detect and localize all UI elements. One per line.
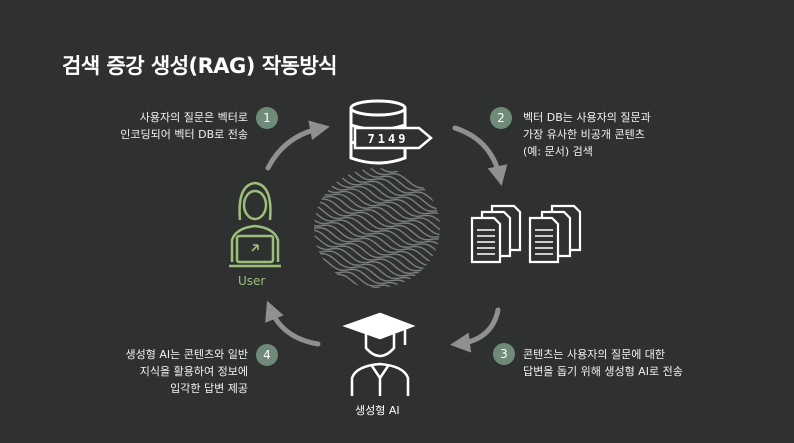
- step-3-badge: 3: [493, 343, 515, 365]
- sphere-wave-line: [314, 175, 440, 227]
- sphere-wave-line: [314, 226, 440, 274]
- generative-ai-label: 생성형 AI: [355, 404, 400, 417]
- step-2-badge: 2: [490, 107, 512, 129]
- documents-icon: [470, 204, 582, 264]
- sphere-wave-line: [314, 258, 440, 288]
- document-lines: [477, 229, 553, 255]
- user-icon: [229, 181, 281, 268]
- vector-space-sphere-icon: [314, 168, 440, 288]
- sphere-wave-line: [314, 216, 440, 264]
- sphere-wave-line: [314, 168, 440, 187]
- arrow-ai-to-user: [265, 300, 321, 347]
- sphere-wave-line: [314, 178, 440, 233]
- step-4-line-2: 지식을 활용하여 정보에: [139, 365, 248, 378]
- step-3-line-2: 답변을 돕기 위해 생성형 AI로 전송: [523, 365, 683, 378]
- step-2-line-1: 벡터 DB는 사용자의 질문과: [523, 111, 651, 124]
- sphere-wave-line: [314, 168, 440, 195]
- sphere-wave-line: [314, 168, 440, 207]
- sphere-wave-line: [314, 200, 440, 250]
- arrow-db-to-docs: [452, 125, 508, 186]
- arrow-docs-to-ai: [450, 307, 501, 353]
- vector-code-text: 7149: [368, 132, 409, 146]
- sphere-wave-line: [314, 203, 440, 258]
- diagram-title: 검색 증강 생성(RAG) 작동방식: [62, 54, 338, 78]
- step-4-line-3: 입각한 답변 제공: [170, 382, 248, 395]
- step-1-badge: 1: [256, 107, 278, 129]
- vector-database-icon: [349, 99, 433, 165]
- step-1-text: 사용자의 질문은 벡터로 인코딩되어 벡터 DB로 전송: [120, 109, 248, 143]
- step-3-text: 콘텐츠는 사용자의 질문에 대한 답변을 돕기 위해 생성형 AI로 전송: [523, 346, 683, 380]
- sphere-wave-line: [314, 263, 440, 288]
- sphere-wave-line: [314, 223, 440, 267]
- sphere-wave-line: [314, 208, 440, 262]
- sphere-wave-line: [314, 255, 440, 288]
- sphere-wave-line: [314, 184, 440, 236]
- generative-ai-icon: [342, 312, 416, 396]
- sphere-wave-line: [314, 168, 440, 203]
- step-2-line-2: 가장 유사한 비공개 콘텐츠: [523, 128, 645, 141]
- step-1-line-2: 인코딩되어 벡터 DB로 전송: [120, 128, 248, 141]
- step-4-text: 생성형 AI는 콘텐츠와 일반 지식을 활용하여 정보에 입각한 답변 제공: [126, 346, 248, 397]
- sphere-wave-line: [314, 192, 440, 238]
- step-4-badge: 4: [256, 344, 278, 366]
- step-2-line-3: (예: 문서) 검색: [523, 145, 593, 158]
- user-label: User: [238, 274, 266, 288]
- sphere-wave-line: [314, 252, 440, 288]
- step-2-text: 벡터 DB는 사용자의 질문과 가장 유사한 비공개 콘텐츠 (예: 문서) 검…: [523, 109, 651, 160]
- step-1-line-1: 사용자의 질문은 벡터로: [139, 111, 248, 124]
- step-4-line-1: 생성형 AI는 콘텐츠와 일반: [125, 348, 248, 361]
- sphere-wave-line: [314, 198, 440, 242]
- arrow-user-to-db: [265, 120, 330, 171]
- step-3-line-1: 콘텐츠는 사용자의 질문에 대한: [523, 348, 666, 361]
